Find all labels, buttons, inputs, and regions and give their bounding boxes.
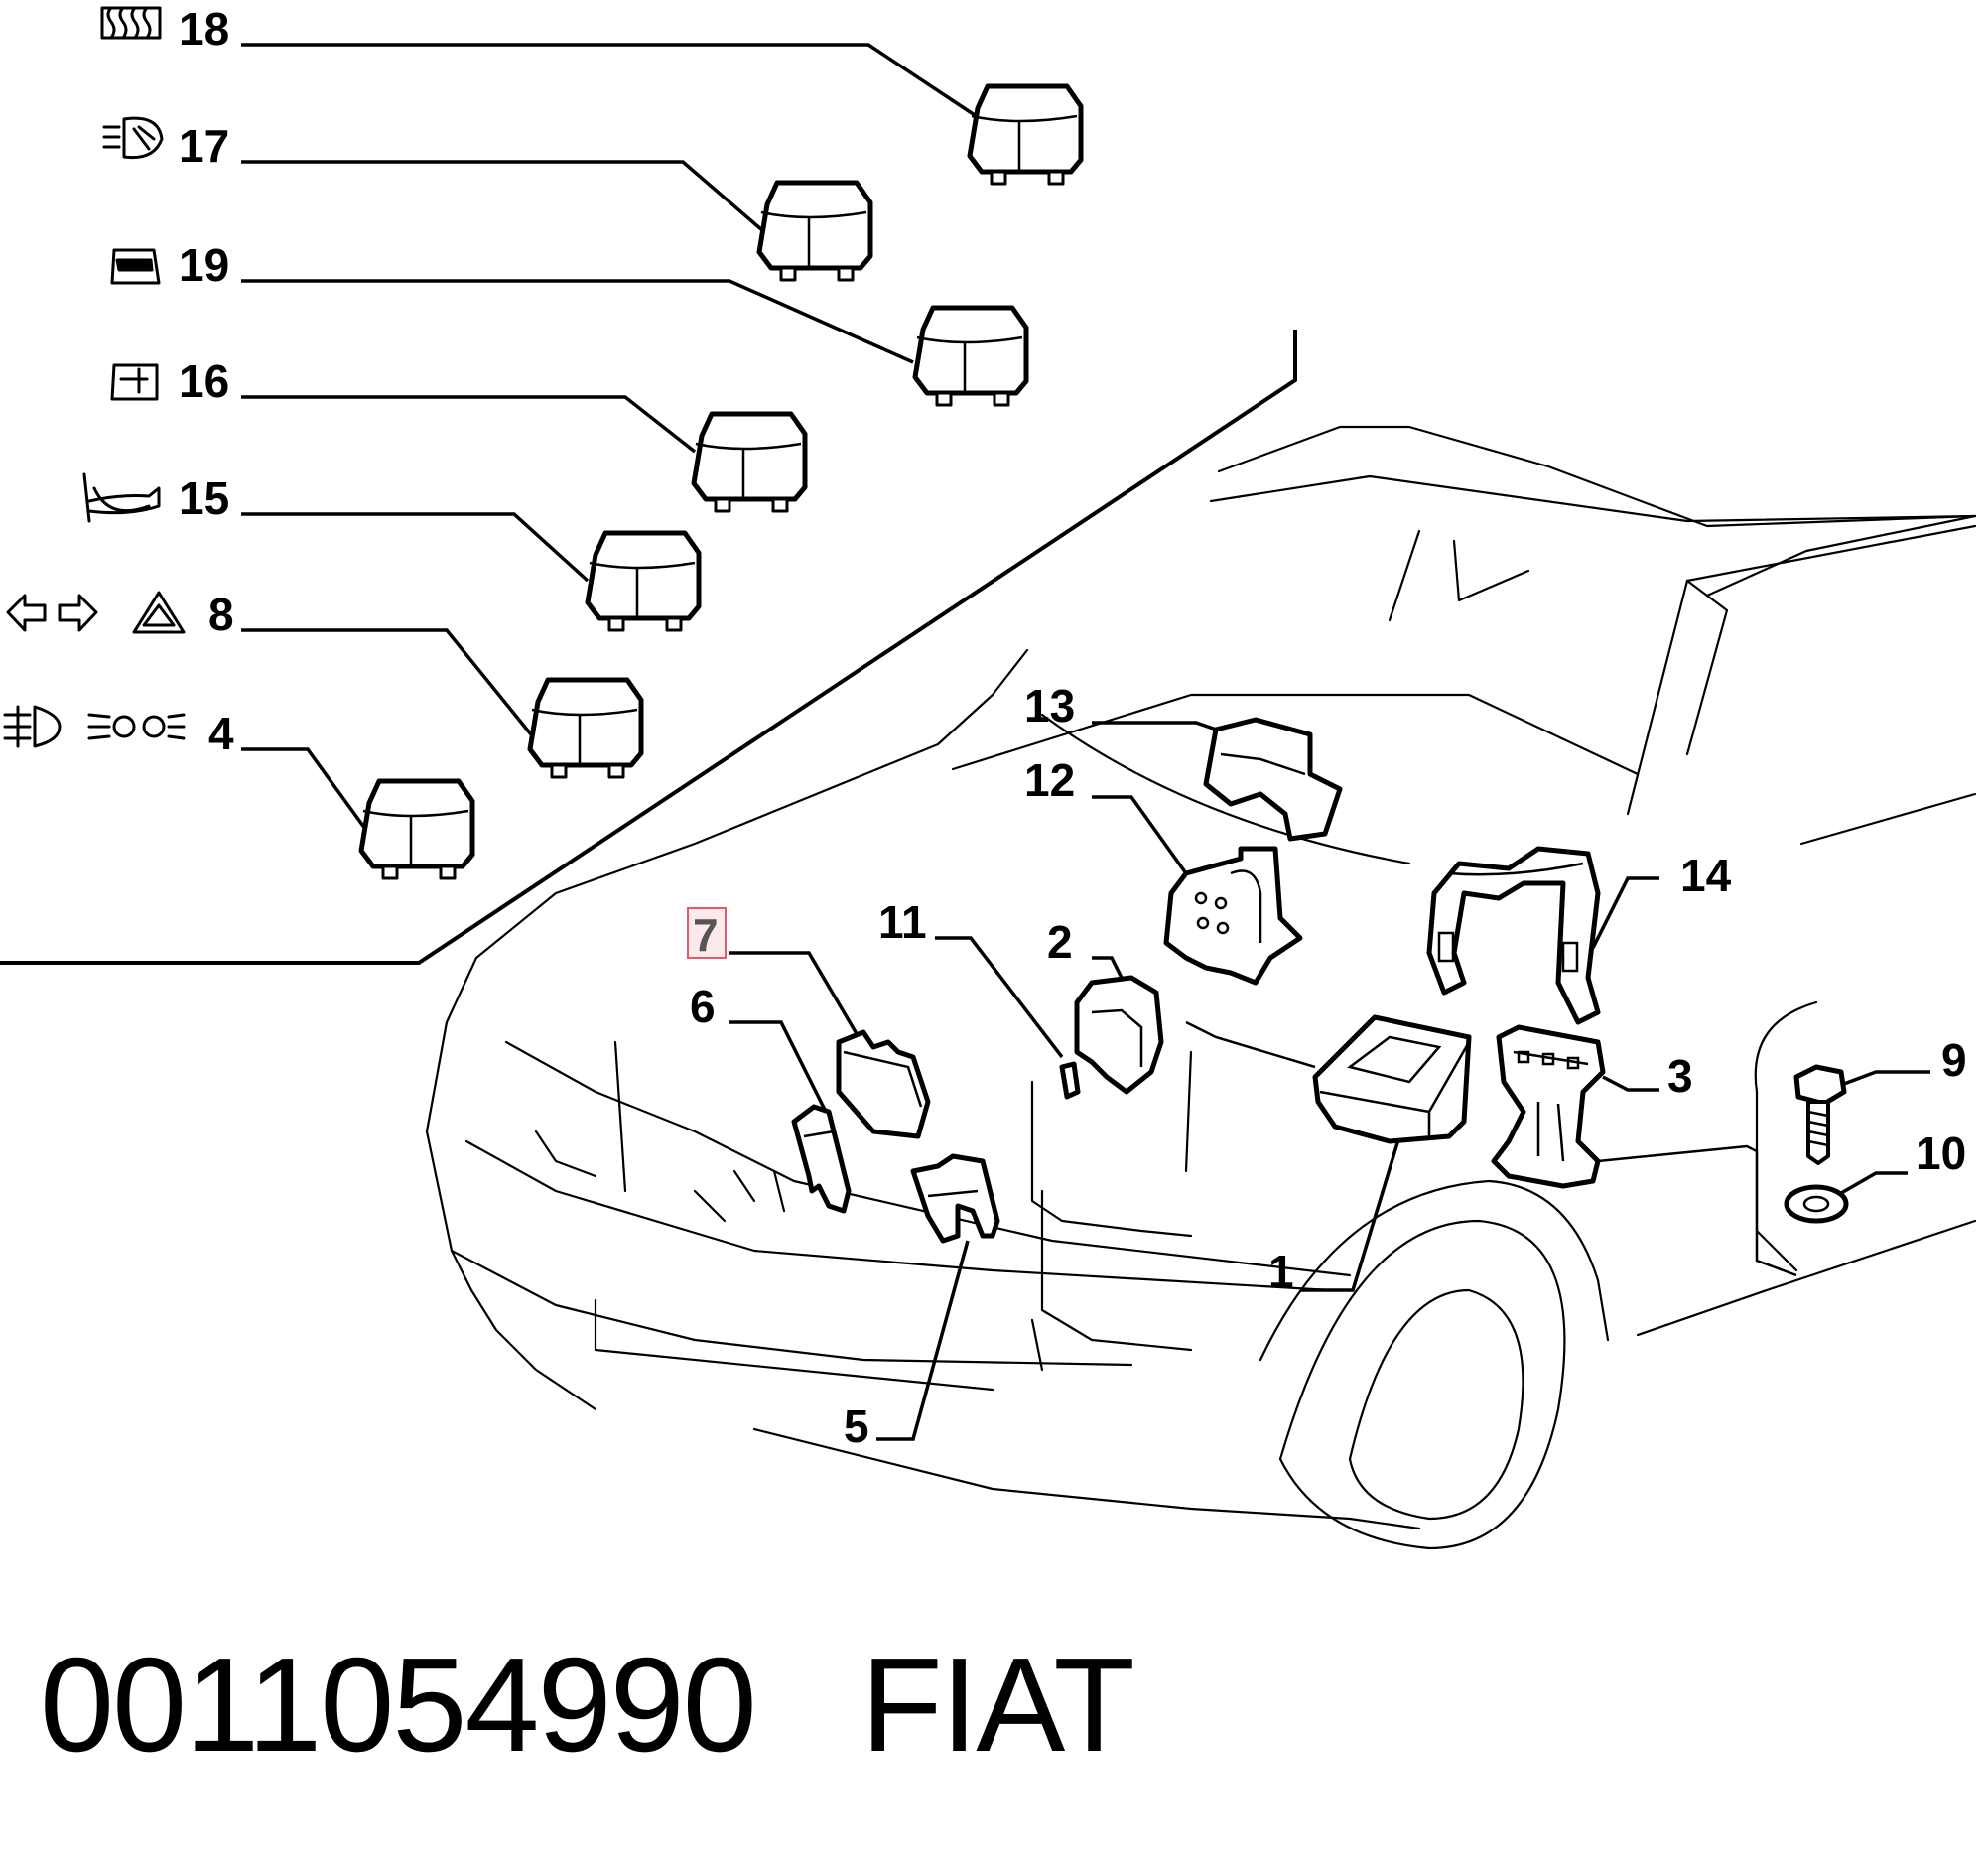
part-label-1: 1 xyxy=(1268,1246,1294,1297)
part-label-10: 10 xyxy=(1916,1128,1966,1179)
part-13 xyxy=(1092,717,1343,842)
part-7-highlight-box xyxy=(687,907,727,959)
part-14 xyxy=(1426,846,1659,1025)
part-12 xyxy=(1092,795,1303,986)
relay-group-divider xyxy=(0,330,1297,965)
part-label-6: 6 xyxy=(690,981,716,1032)
relay-label-19: 19 xyxy=(179,239,229,291)
part-7 xyxy=(687,907,931,1139)
part-label-12: 12 xyxy=(1024,754,1075,806)
fog-light-low-beam-icon xyxy=(3,705,186,748)
part-label-9: 9 xyxy=(1941,1034,1967,1086)
relay-15 xyxy=(241,512,699,630)
part-9 xyxy=(1793,1064,1930,1165)
part-label-7: 7 xyxy=(693,909,719,961)
relay-17 xyxy=(241,160,870,280)
part-6 xyxy=(729,1020,852,1214)
relay-label-4: 4 xyxy=(208,708,234,759)
part-5 xyxy=(876,1153,1000,1441)
part-label-3: 3 xyxy=(1667,1050,1693,1102)
part-2 xyxy=(1074,956,1164,1095)
relay-16 xyxy=(241,395,805,511)
relay-19 xyxy=(241,279,1026,405)
relay-label-18: 18 xyxy=(179,3,229,55)
rear-defroster-icon xyxy=(100,6,162,40)
part-number-caption: 0011054990 FIAT xyxy=(40,1628,1135,1782)
part-3 xyxy=(1491,1024,1659,1189)
relay-label-8: 8 xyxy=(208,589,234,640)
door-lock-icon xyxy=(110,363,159,401)
power-window-icon xyxy=(110,248,161,285)
part-label-2: 2 xyxy=(1047,916,1073,968)
part-label-14: 14 xyxy=(1680,850,1732,901)
part-label-11: 11 xyxy=(878,896,927,948)
relay-4 xyxy=(241,747,472,878)
part-3-bolt-leader xyxy=(1597,1144,1797,1277)
turn-signal-hazard-icon xyxy=(6,591,186,634)
relay-label-16: 16 xyxy=(179,355,229,407)
part-11 xyxy=(935,936,1081,1100)
horn-icon xyxy=(82,472,161,523)
relay-label-17: 17 xyxy=(179,120,229,172)
relay-label-15: 15 xyxy=(179,472,229,524)
part-number: 0011054990 xyxy=(40,1630,757,1780)
part-10 xyxy=(1784,1171,1908,1224)
part-label-5: 5 xyxy=(844,1400,869,1452)
relay-18 xyxy=(241,43,1081,184)
brand-name: FIAT xyxy=(861,1630,1134,1780)
part-label-13: 13 xyxy=(1024,680,1075,731)
relay-8 xyxy=(241,628,641,777)
headlamp-washer-icon xyxy=(102,116,164,160)
car-outline xyxy=(425,425,1977,1550)
part-1 xyxy=(1185,1014,1472,1292)
